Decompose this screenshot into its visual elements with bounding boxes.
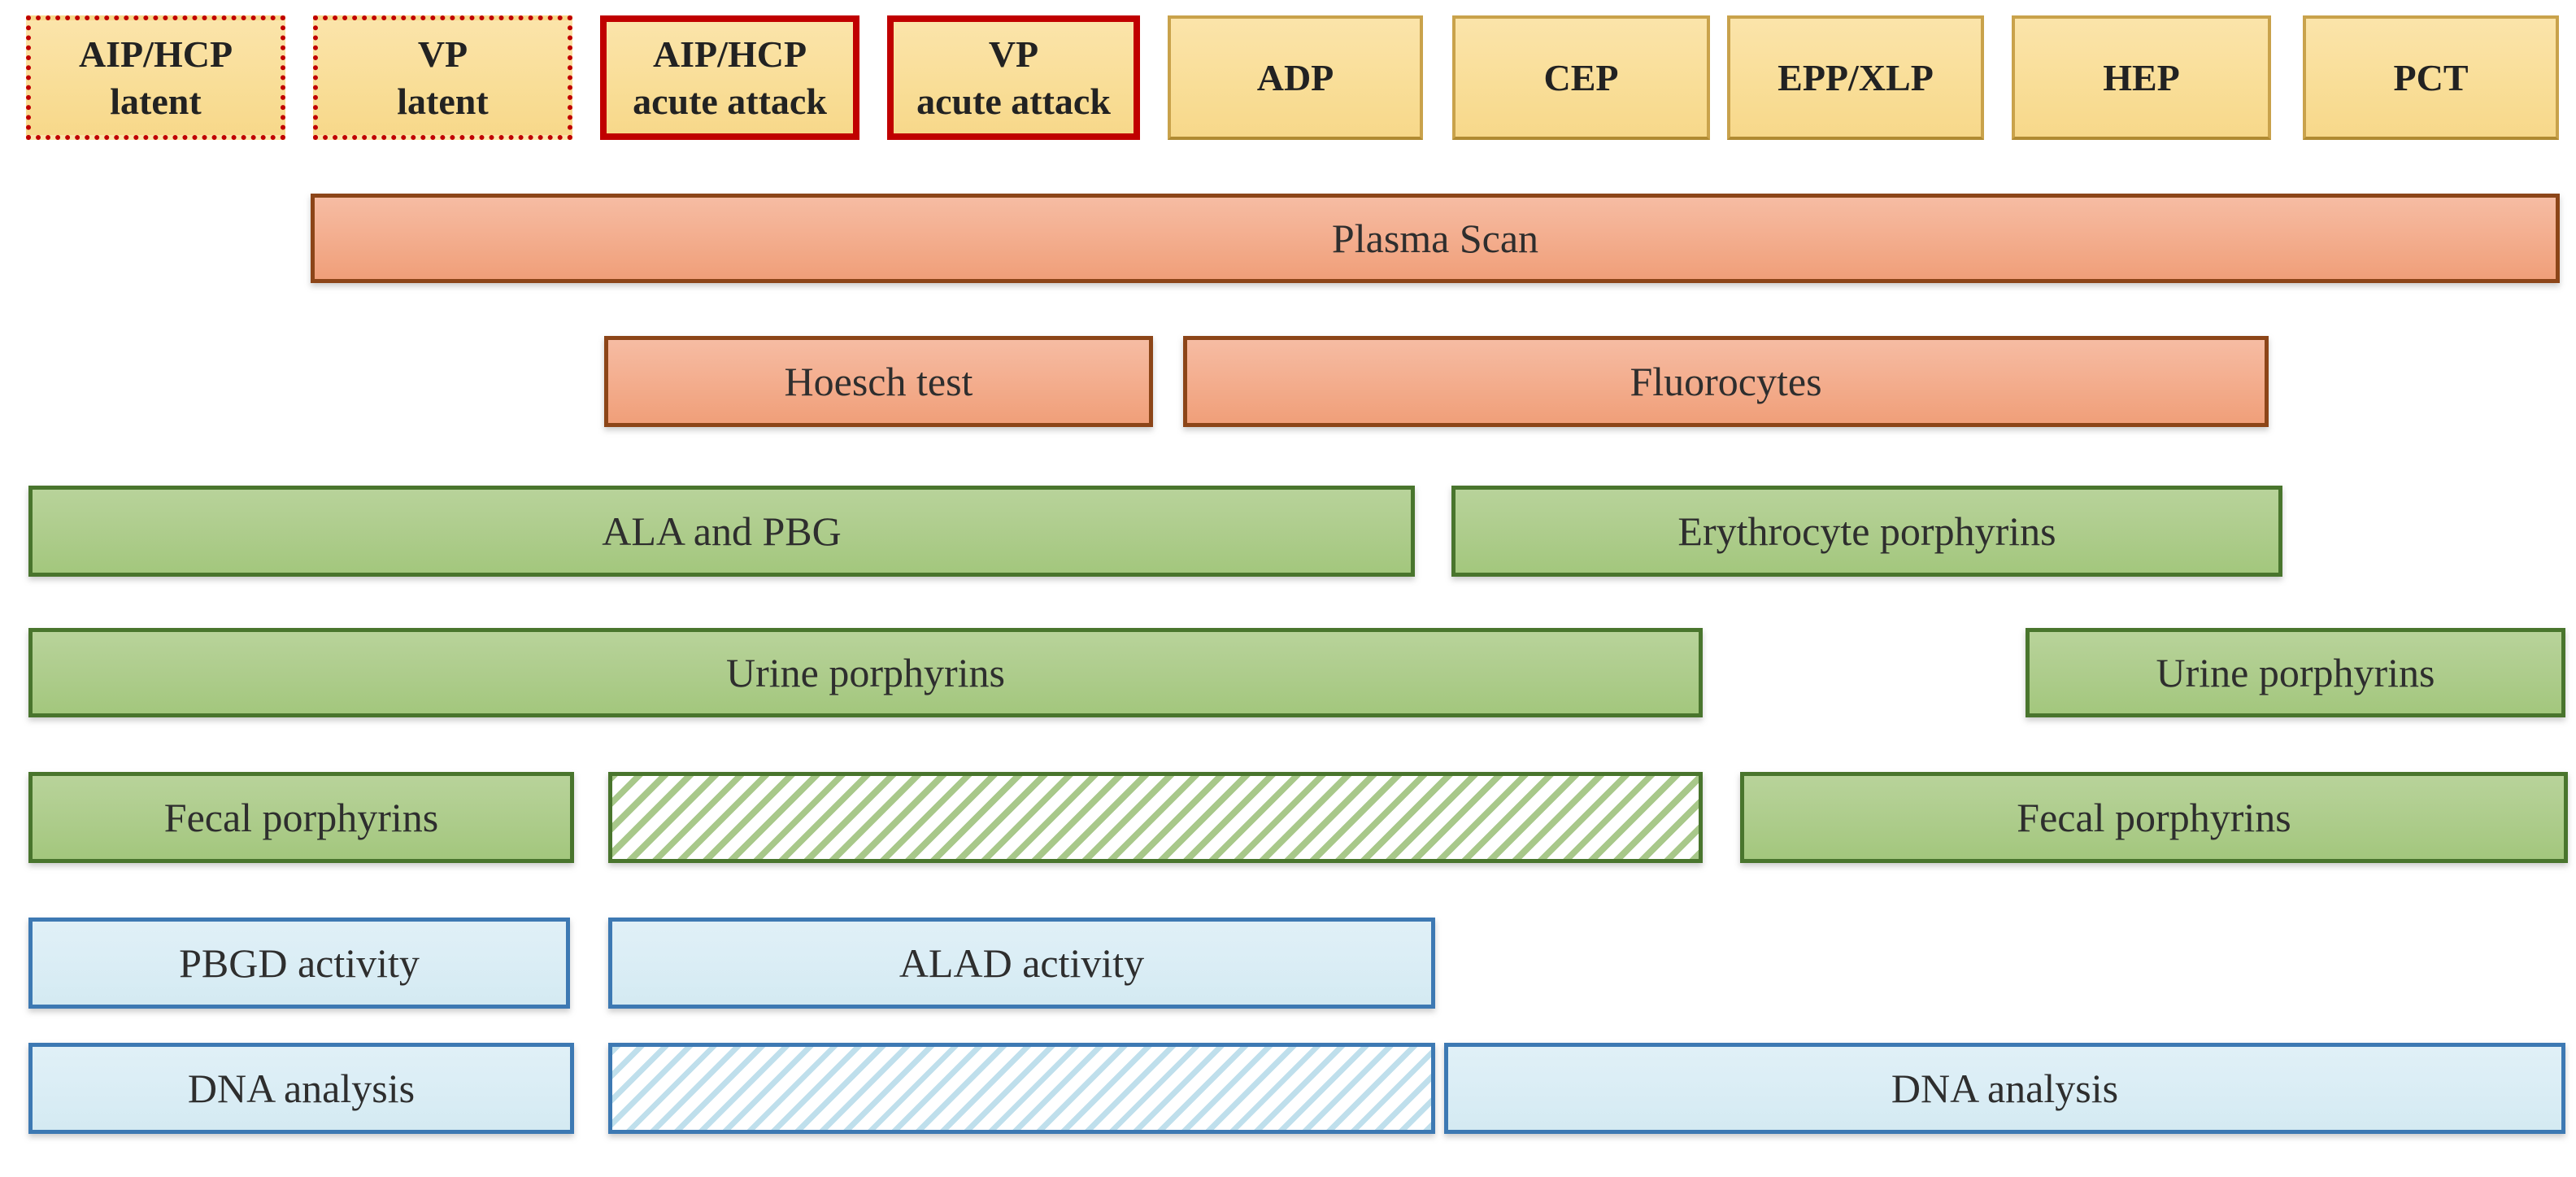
disease-box-vp-acute-attack: VP acute attack	[887, 15, 1140, 140]
bar-pbgd-activity: PBGD activity	[28, 918, 570, 1009]
disease-box-aip-hcp-latent: AIP/HCP latent	[26, 15, 285, 140]
bar-label: Fecal porphyrins	[2017, 795, 2291, 840]
disease-box-label: AIP/HCP latent	[78, 33, 233, 122]
disease-box-label: ADP	[1256, 56, 1334, 98]
bar-plasma-scan: Plasma Scan	[311, 194, 2560, 283]
bar-label: ALAD activity	[899, 940, 1145, 986]
bar-label: Fluorocytes	[1630, 359, 1822, 404]
bar-label: Urine porphyrins	[2156, 650, 2435, 695]
disease-box-hep: HEP	[2012, 15, 2271, 140]
disease-box-label: CEP	[1543, 56, 1619, 98]
bar-fecal-porphyrins-right: Fecal porphyrins	[1740, 772, 2568, 863]
disease-box-label: AIP/HCP acute attack	[633, 33, 827, 122]
bar-fecal-porphyrins-hatched	[608, 772, 1703, 863]
disease-box-cep: CEP	[1452, 15, 1710, 140]
bar-erythrocyte-porphyrins: Erythrocyte porphyrins	[1451, 486, 2282, 577]
bar-label: Urine porphyrins	[726, 650, 1005, 695]
disease-box-adp: ADP	[1168, 15, 1423, 140]
disease-box-aip-hcp-acute-attack: AIP/HCP acute attack	[600, 15, 859, 140]
bar-label: PBGD activity	[179, 940, 420, 986]
bar-label: DNA analysis	[187, 1066, 416, 1111]
bar-label: DNA analysis	[1891, 1066, 2119, 1111]
bar-label: Fecal porphyrins	[163, 795, 439, 840]
disease-box-epp-xlp: EPP/XLP	[1727, 15, 1984, 140]
bar-label: Plasma Scan	[1331, 216, 1539, 261]
bar-label: ALA and PBG	[602, 508, 842, 554]
disease-box-label: HEP	[2103, 56, 2180, 98]
disease-box-label: VP latent	[397, 33, 489, 122]
bar-dna-analysis-left: DNA analysis	[28, 1043, 574, 1134]
bar-urine-porphyrins-right: Urine porphyrins	[2026, 628, 2565, 717]
bar-dna-analysis-hatched	[608, 1043, 1435, 1134]
bar-urine-porphyrins-left: Urine porphyrins	[28, 628, 1703, 717]
disease-box-label: PCT	[2393, 56, 2469, 98]
bar-label: Erythrocyte porphyrins	[1677, 508, 2056, 554]
bar-fecal-porphyrins-left: Fecal porphyrins	[28, 772, 574, 863]
bar-dna-analysis-right: DNA analysis	[1444, 1043, 2565, 1134]
bar-fluorocytes: Fluorocytes	[1183, 336, 2269, 427]
bar-hoesch-test: Hoesch test	[604, 336, 1153, 427]
bar-label: Hoesch test	[784, 359, 973, 404]
bar-ala-and-pbg: ALA and PBG	[28, 486, 1415, 577]
disease-box-vp-latent: VP latent	[313, 15, 572, 140]
bar-alad-activity: ALAD activity	[608, 918, 1435, 1009]
disease-box-pct: PCT	[2303, 15, 2559, 140]
disease-box-label: VP acute attack	[916, 33, 1111, 122]
disease-box-label: EPP/XLP	[1778, 56, 1934, 98]
